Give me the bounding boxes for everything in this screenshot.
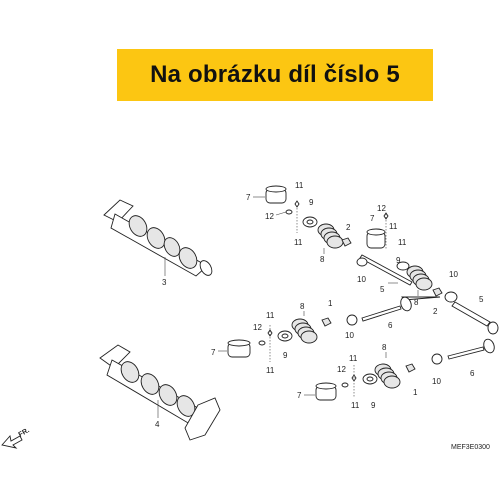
retainer-top [302,216,318,228]
valve-right-upper [359,254,413,286]
shim-bottom [341,382,349,388]
camshaft-upper [103,199,213,277]
label-11-middle-b: 11 [266,366,275,375]
label-8-middle: 8 [300,302,305,311]
banner-text: Na obrázku díl číslo 5 [150,61,400,88]
cotter-middle [267,329,273,337]
washer-right [356,257,368,267]
label-1-bottom: 1 [413,388,418,397]
label-11-top-b: 11 [294,238,303,247]
label-6-bottom: 6 [470,369,475,378]
tappet-top [265,185,287,204]
label-4: 4 [155,420,160,429]
label-11-middle-a: 11 [266,311,275,320]
valve-bottom [447,338,495,360]
title-banner: Na obrázku díl číslo 5 [117,49,433,101]
label-8-right: 8 [414,298,419,307]
label-8-bottom: 8 [382,343,387,352]
label-11-right-a: 11 [389,222,398,231]
label-10-middle: 10 [345,331,354,340]
retainer-bottom [362,373,378,385]
label-11-right-b: 11 [398,238,407,247]
washer-far-right [444,291,458,303]
label-9-bottom: 9 [371,401,376,410]
label-2-right: 2 [433,307,438,316]
label-11-top-a: 11 [295,181,304,190]
label-7-middle: 7 [211,348,216,357]
spring-right [406,265,433,291]
label-7-top: 7 [246,193,251,202]
spring-bottom [374,363,401,389]
diagram-code: MEF3E0300 [451,444,490,451]
label-5-right: 5 [479,295,484,304]
label-2-top: 2 [346,223,351,232]
label-7-right: 7 [370,214,375,223]
seal-right [432,287,443,297]
tappet-middle [227,339,251,358]
label-3: 3 [162,278,167,287]
label-6-middle: 6 [388,321,393,330]
washer-bottom [431,353,443,365]
label-12-top: 12 [265,212,274,221]
label-11-bottom-b: 11 [351,401,360,410]
camshaft-lower [99,344,221,441]
cotter-right [383,212,389,220]
label-8-top: 8 [320,255,325,264]
label-7-bottom: 7 [297,391,302,400]
seal-bottom [405,363,416,373]
label-9-top: 9 [309,198,314,207]
cotter-top [294,200,300,208]
label-5-left: 5 [380,285,385,294]
spring-top [317,223,344,249]
tappet-right [366,228,386,249]
label-11-bottom-a: 11 [349,354,358,363]
shim-middle [258,340,266,346]
seal-middle [321,317,332,327]
label-12-right: 12 [377,204,386,213]
washer-middle [346,314,358,326]
label-10-bottom: 10 [432,377,441,386]
spring-middle [291,318,318,344]
label-1-middle: 1 [328,299,333,308]
retainer-right [396,261,410,271]
label-10-right: 10 [357,275,366,284]
front-arrow-icon [1,435,23,449]
valve-lower-5 [451,301,499,335]
front-marker: FR. [18,427,31,439]
label-9-middle: 9 [283,351,288,360]
label-10-far-right: 10 [449,270,458,279]
label-12-middle: 12 [253,323,262,332]
label-9-right: 9 [396,256,401,265]
valve-middle [361,296,412,322]
retainer-middle [277,330,293,342]
seal-top [341,237,352,247]
tappet-bottom [315,382,337,401]
shim-top [285,209,293,215]
label-12-bottom: 12 [337,365,346,374]
